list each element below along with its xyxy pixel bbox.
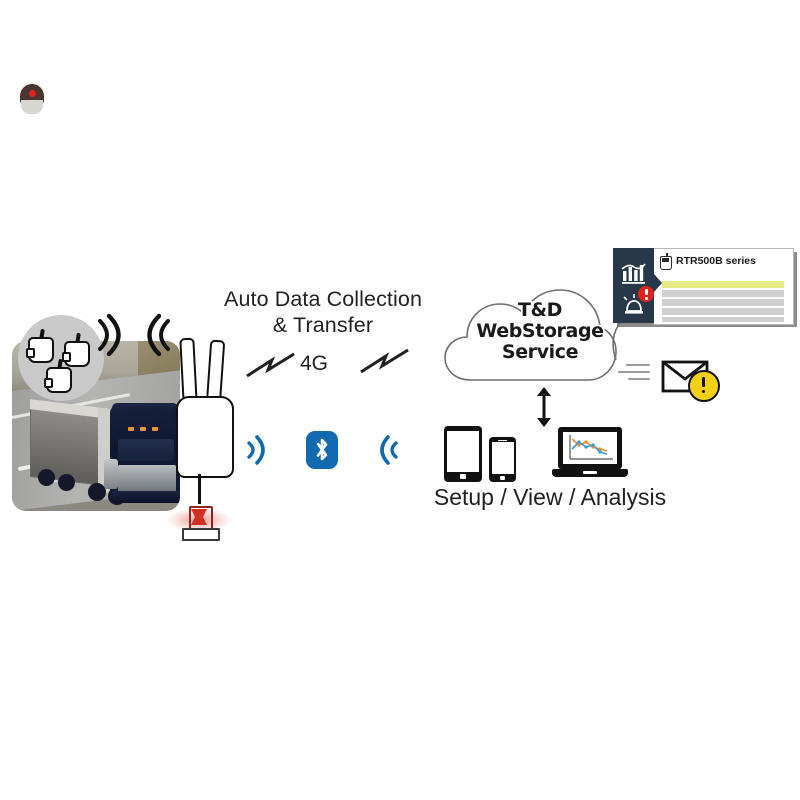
smartphone-icon [489,437,516,482]
rtr500b-gateway-icon [172,337,234,478]
laptop-chart-graphic [569,435,613,460]
badge-bang [644,289,648,295]
data-logger-icon [659,253,672,270]
panel-sidebar [613,248,654,323]
wireless-wave-icon [380,435,398,465]
data-logger-group-icon [18,315,104,401]
logger-notch [44,378,53,388]
cloud-service-label: T&D WebStorage Service [470,300,610,363]
logo-red-dot [29,90,36,97]
gateway-body [176,396,234,478]
laptop-chart-icon [552,427,628,479]
laptop-screen [563,432,617,464]
lightning-bolt-icon [360,348,409,374]
photo-marker-light [152,427,158,431]
warning-dot [701,389,705,393]
wireless-wave-icon [247,435,265,465]
bluetooth-glyph [316,438,328,461]
logger-body [64,341,90,367]
table-row[interactable] [662,308,784,315]
headline-line-2: & Transfer [272,313,374,338]
network-label: 4G [300,352,329,375]
cloud-icon [444,289,617,381]
tablet-home-button [460,474,466,479]
data-logger-icon [62,332,90,367]
alert-exclamation-icon [638,286,654,302]
photo-marker-light [140,427,146,431]
data-logger-icon [26,328,54,363]
speed-lines-icon [618,371,650,374]
photo-bumper [112,491,180,503]
logo-base [21,100,43,114]
webstorage-panel[interactable]: RTR500B series [613,248,797,327]
logger-notch [26,348,35,358]
tablet-icon [444,426,482,482]
up-down-arrow-icon [537,387,551,427]
speed-lines-icon [626,364,650,367]
warning-exclamation-icon [688,370,720,402]
phone-screen [491,442,514,474]
photo-grille [118,465,176,493]
photo-windshield [118,439,174,461]
photo-wheel [38,469,55,486]
badge-dot [644,296,648,300]
devices-caption: Setup / View / Analysis [433,484,667,510]
table-row[interactable] [662,299,784,306]
laptop-trackpad [583,471,597,474]
cloud-line-3: Service [501,340,579,363]
beacon-lens-inner [191,509,207,525]
bar-chart-icon[interactable] [621,262,647,284]
bluetooth-icon [306,431,338,469]
warning-bang [701,377,705,387]
gateway-logo [20,84,44,114]
radio-wave-icon [147,313,170,357]
cloud-line-1: T&D [517,299,563,321]
logger-notch [62,352,71,362]
transfer-headline: Auto Data Collection & Transfer [214,286,432,338]
radio-wave-icon [98,313,121,357]
cloud-line-2: WebStorage [476,319,604,342]
phone-speaker [498,439,507,442]
beacon-base [182,528,220,541]
beacon-cable [198,474,201,504]
headline-line-1: Auto Data Collection [224,287,422,311]
gateway-antenna [179,337,198,405]
tablet-screen [447,431,479,472]
photo-mirror [172,413,178,429]
panel-title: RTR500B series [676,255,756,267]
lightning-bolt-icon [246,352,295,378]
warning-beacon-lamp-icon [166,500,232,542]
phone-home-button [500,476,505,480]
logger-screen [661,258,669,262]
photo-wheel [58,474,75,491]
data-logger-icon [44,358,72,393]
table-row[interactable] [662,281,784,288]
panel-content: RTR500B series [654,248,794,325]
panel-pointer [654,274,662,292]
photo-wheel [88,483,106,501]
photo-marker-light [128,427,134,431]
logger-antenna [666,253,668,258]
speed-lines-icon [628,378,650,381]
table-row[interactable] [662,317,784,322]
photo-fuel-tank [104,459,118,489]
table-row[interactable] [662,290,784,297]
